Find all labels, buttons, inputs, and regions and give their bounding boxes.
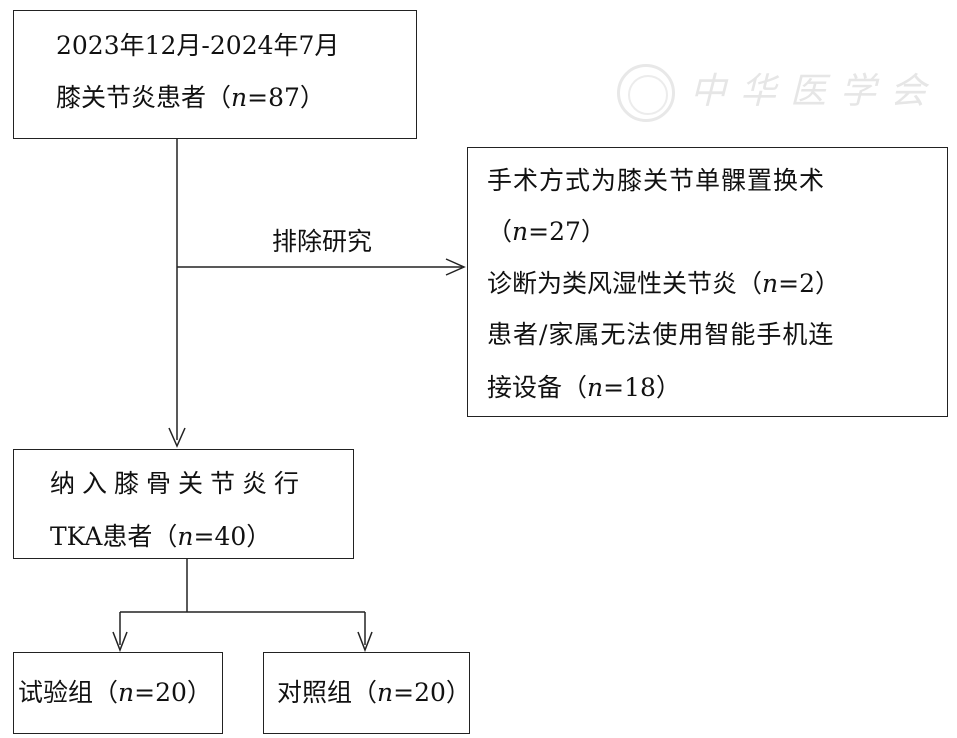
exclusion-reason: 诊断为类风湿性关节炎（n=2） [487, 269, 840, 298]
arrow-head [168, 427, 186, 448]
exclusion-reason: 手术方式为膝关节单髁置换术 [487, 166, 826, 195]
arrow-head [357, 631, 373, 653]
test-group-label: 试验组（n=20） [18, 678, 212, 707]
source-count: 膝关节炎患者（n=87） [56, 83, 325, 112]
included-box: 纳入膝骨关节炎行 TKA患者（n=40） [13, 449, 354, 559]
included-label: 纳入膝骨关节炎行 [50, 469, 307, 498]
source-period: 2023年12月-2024年7月 [56, 31, 340, 60]
watermark-seal-icon [617, 64, 675, 122]
excluded-box: 手术方式为膝关节单髁置换术 （n=27） 诊断为类风湿性关节炎（n=2） 患者/… [467, 147, 948, 417]
exclusion-count: （n=27） [487, 217, 606, 246]
arrow-head [112, 631, 128, 653]
watermark: 中华医学会 [690, 71, 941, 112]
source-box: 2023年12月-2024年7月 膝关节炎患者（n=87） [13, 10, 417, 139]
control-group-box: 对照组（n=20） [263, 652, 471, 734]
exclusion-count: 接设备（n=18） [487, 373, 681, 402]
exclusion-label: 排除研究 [272, 227, 373, 256]
exclusion-reason: 患者/家属无法使用智能手机连 [487, 320, 835, 349]
test-group-box: 试验组（n=20） [13, 652, 223, 734]
control-group-label: 对照组（n=20） [277, 678, 471, 707]
arrow-head [445, 258, 466, 276]
included-count: TKA患者（n=40） [50, 522, 272, 551]
